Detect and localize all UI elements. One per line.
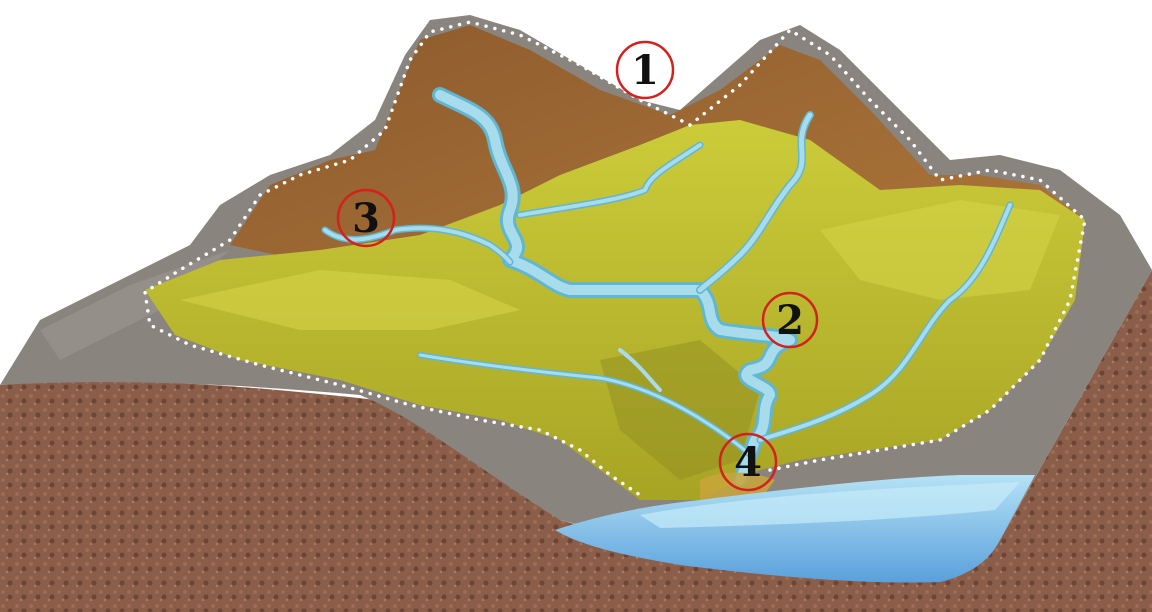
marker-3-label: 3: [352, 195, 380, 242]
marker-1: 1: [617, 42, 673, 98]
marker-2-label: 2: [776, 297, 804, 344]
marker-4-label: 4: [734, 439, 762, 486]
marker-1-label: 1: [631, 47, 659, 94]
